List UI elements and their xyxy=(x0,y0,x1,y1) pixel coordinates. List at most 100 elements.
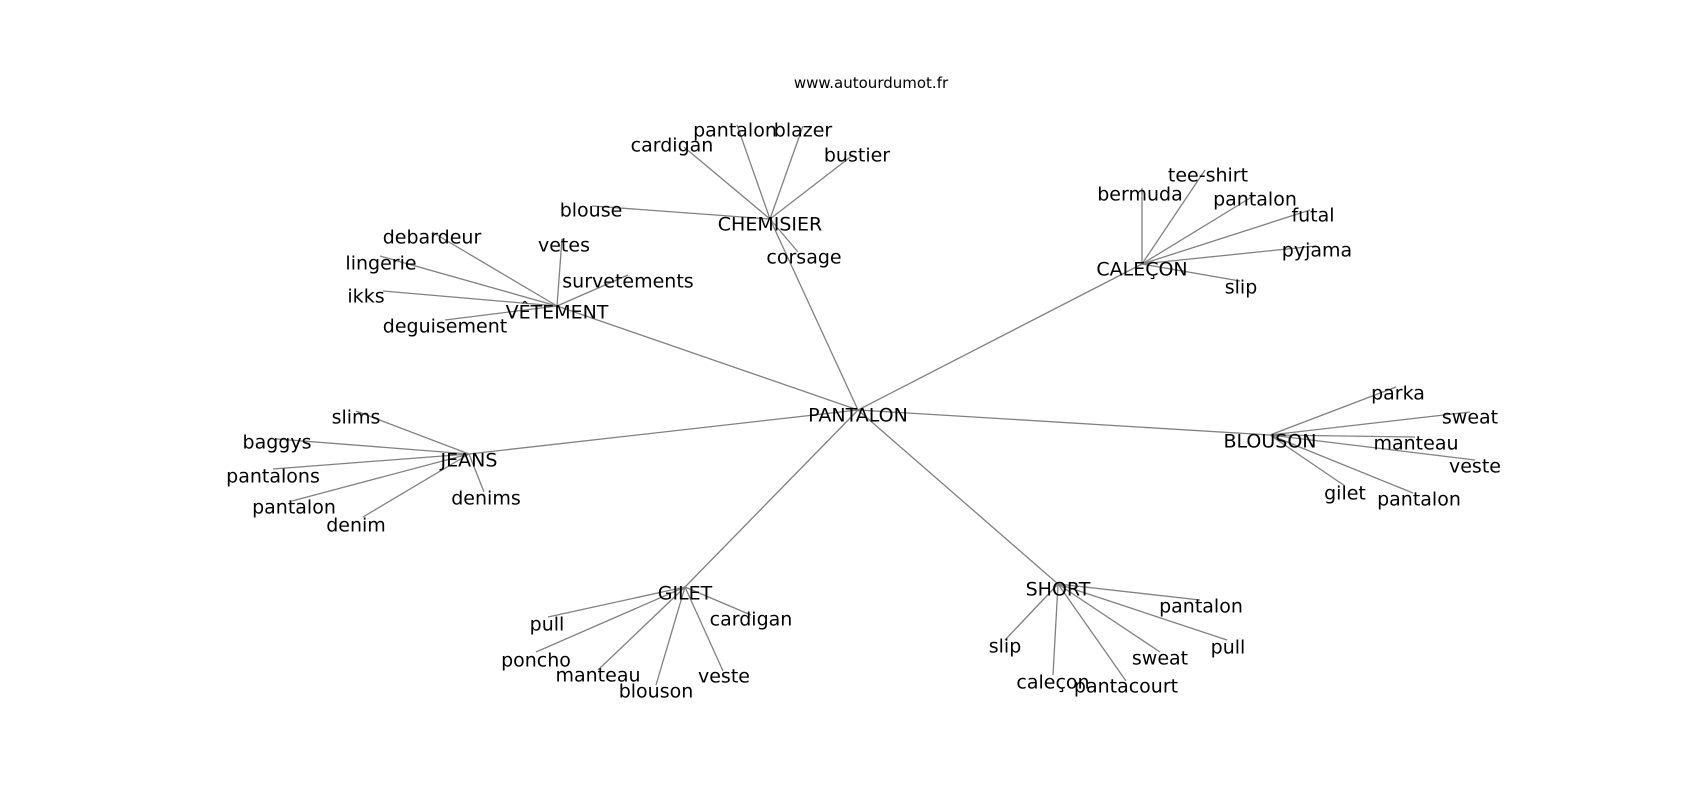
leaf-node-label: gilet xyxy=(1324,483,1366,505)
graph-labels: PANTALONCHEMISIERblousecardiganpantalonb… xyxy=(226,120,1501,703)
center-edge xyxy=(468,409,859,455)
leaf-edge xyxy=(1269,411,1471,436)
leaf-edge xyxy=(1052,583,1059,676)
center-edge xyxy=(857,409,1059,585)
leaf-edge xyxy=(1141,245,1317,265)
leaf-edge xyxy=(362,453,470,518)
leaf-node-label: slims xyxy=(332,407,381,429)
leaf-node-label: cardigan xyxy=(631,135,714,157)
leaf-edge xyxy=(655,586,686,686)
leaf-node-label: cardigan xyxy=(710,609,793,631)
leaf-edge xyxy=(468,453,485,493)
center-edge xyxy=(684,409,859,588)
leaf-node-label: pantacourt xyxy=(1074,676,1178,698)
leaf-node-label: survetements xyxy=(562,271,693,293)
leaf-edge xyxy=(1057,583,1201,601)
leaf-node-label: slip xyxy=(989,636,1022,658)
leaf-node-label: baggys xyxy=(243,432,312,454)
leaf-edge xyxy=(556,238,563,307)
leaf-edge xyxy=(276,438,470,455)
leaf-node-label: sweat xyxy=(1442,407,1498,429)
hub-node-label: GILET xyxy=(658,583,713,605)
leaf-edge xyxy=(736,124,771,220)
leaf-edge xyxy=(535,586,686,653)
leaf-node-label: pantalon xyxy=(252,497,336,519)
leaf-edge xyxy=(431,231,558,307)
leaf-edge xyxy=(597,586,686,671)
leaf-node-label: caleçon xyxy=(1016,672,1089,694)
leaf-edge xyxy=(1141,169,1206,265)
hub-node-label: BLOUSON xyxy=(1223,431,1316,453)
leaf-node-label: blazer xyxy=(774,120,833,142)
leaf-edge xyxy=(1141,263,1241,282)
leaf-node-label: parka xyxy=(1371,383,1425,405)
leaf-node-label: tee-shirt xyxy=(1168,165,1248,187)
leaf-edge xyxy=(1269,434,1346,487)
leaf-node-label: vetes xyxy=(538,235,590,257)
leaf-node-label: blouson xyxy=(619,681,694,703)
leaf-node-label: futal xyxy=(1291,205,1334,227)
center-edge xyxy=(556,305,859,411)
leaf-edge xyxy=(1057,583,1228,641)
leaf-edge xyxy=(547,586,686,618)
leaf-node-label: poncho xyxy=(501,650,571,672)
leaf-node-label: manteau xyxy=(555,665,640,687)
leaf-node-label: lingerie xyxy=(345,253,416,275)
leaf-node-label: manteau xyxy=(1373,433,1458,455)
leaf-edge xyxy=(1269,386,1397,436)
leaf-edge xyxy=(1141,209,1311,265)
center-edge xyxy=(857,409,1271,436)
leaf-node-label: veste xyxy=(698,666,750,688)
leaf-node-label: pantalon xyxy=(1159,596,1243,618)
leaf-node-label: deguisement xyxy=(383,316,507,338)
leaf-node-label: bustier xyxy=(824,145,890,167)
leaf-edge xyxy=(769,218,799,253)
leaf-edge xyxy=(684,586,752,616)
site-credit: www.autourdumot.fr xyxy=(794,74,949,92)
hub-node-label: JEANS xyxy=(440,450,498,472)
leaf-node-label: bermuda xyxy=(1097,184,1182,206)
graph-edges xyxy=(272,124,1476,686)
leaf-node-label: denim xyxy=(326,515,386,537)
leaf-node-label: pantalons xyxy=(226,466,320,488)
leaf-edge xyxy=(1269,434,1416,438)
leaf-node-label: pantalon xyxy=(693,120,777,142)
leaf-edge xyxy=(272,453,470,470)
leaf-node-label: pyjama xyxy=(1282,240,1352,262)
leaf-node-label: pantalon xyxy=(1213,189,1297,211)
hub-node-label: VÊTEMENT xyxy=(506,301,609,324)
leaf-edge xyxy=(382,290,558,307)
leaf-node-label: debardeur xyxy=(383,227,482,249)
leaf-node-label: slip xyxy=(1225,277,1258,299)
leaf-node-label: pull xyxy=(1211,637,1246,659)
leaf-edge xyxy=(291,453,470,502)
leaf-node-label: corsage xyxy=(766,247,841,269)
leaf-edge xyxy=(769,125,804,220)
leaf-edge xyxy=(1057,583,1161,653)
leaf-node-label: denims xyxy=(451,488,520,510)
hub-node-label: SHORT xyxy=(1026,579,1091,601)
center-node-label: PANTALON xyxy=(808,405,908,427)
leaf-edge xyxy=(556,274,629,307)
leaf-node-label: ikks xyxy=(347,286,384,308)
leaf-node-label: pull xyxy=(530,614,565,636)
leaf-node-label: sweat xyxy=(1132,648,1188,670)
hub-node-label: CHEMISIER xyxy=(718,214,822,236)
leaf-edge xyxy=(379,255,558,307)
center-edge xyxy=(857,263,1143,411)
leaf-edge xyxy=(1057,583,1127,682)
hub-node-label: CALEÇON xyxy=(1096,259,1187,281)
leaf-node-label: pantalon xyxy=(1377,489,1461,511)
leaf-edge xyxy=(444,305,558,321)
leaf-edge xyxy=(355,410,470,455)
leaf-node-label: blouse xyxy=(560,200,623,222)
leaf-edge xyxy=(1269,434,1414,494)
leaf-edge xyxy=(1004,583,1059,641)
leaf-node-label: veste xyxy=(1449,456,1501,478)
center-edge xyxy=(769,218,859,411)
leaf-edge xyxy=(769,154,854,220)
leaf-edge xyxy=(683,146,771,220)
leaf-edge xyxy=(591,205,771,220)
leaf-edge xyxy=(1269,434,1476,461)
